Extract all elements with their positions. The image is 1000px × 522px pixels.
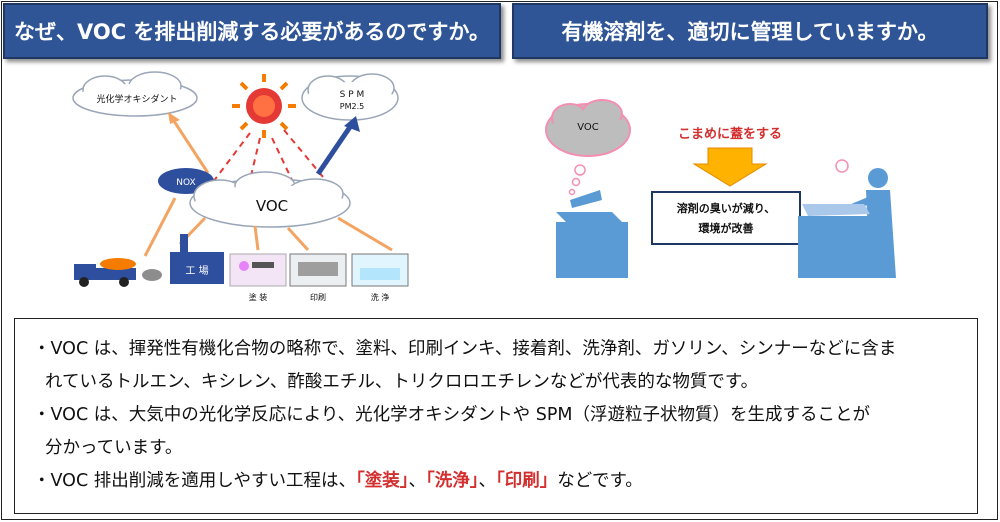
line5-suffix: などです。 (557, 471, 643, 491)
highlight-printing: 「印刷」 (496, 471, 558, 491)
arrow-to-spm (315, 122, 355, 176)
cleaning-label: 洗 浄 (371, 292, 390, 302)
closed-container-icon (798, 204, 870, 278)
voc-formation-diagram: 光化学オキシダント S P M PM2.5 NOX (72, 71, 409, 302)
header-why-reduce-voc: なぜ、VOC を排出削減する必要があるのですか。 (3, 3, 501, 59)
cleaning-photo: 洗 浄 (351, 253, 409, 302)
arrow-to-oxidant (170, 117, 210, 174)
oxidant-cloud: 光化学オキシダント (72, 71, 198, 117)
printing-label: 印刷 (310, 293, 326, 302)
nox-label: NOX (176, 178, 195, 188)
spm-label: S P M (340, 90, 365, 100)
down-arrow-icon (692, 147, 768, 187)
body-line-2: れているトルエン、キシレン、酢酸エチル、トリクロロエチレンなどが代表的な物質です… (45, 372, 759, 392)
factory-icon: 工 場 (170, 234, 224, 284)
open-container-icon (556, 190, 628, 278)
line5-prefix: ・VOC 排出削減を適用しやすい工程は、 (33, 471, 357, 491)
pm25-label: PM2.5 (340, 102, 364, 111)
voc-gray-label: VOC (577, 122, 599, 133)
result-line1: 溶剤の臭いが減り、 (677, 201, 776, 215)
body-line-3: ・VOC は、大気中の光化学反応により、光化学オキシダントや SPM（浮遊粒子状… (33, 405, 870, 425)
oxidant-label: 光化学オキシダント (96, 93, 177, 105)
sun-icon (232, 74, 296, 138)
truck-icon (74, 258, 162, 287)
painting-photo: 塗 装 (229, 253, 287, 302)
solvent-lid-diagram: VOC こまめに蓋をする 溶剤の臭いが減り、 環境が改善 (545, 99, 896, 278)
result-box: 溶剤の臭いが減り、 環境が改善 (651, 191, 801, 245)
body-line-1: ・VOC は、揮発性有機化合物の略称で、塗料、印刷インキ、接着剤、洗浄剤、ガソリ… (33, 339, 897, 359)
header-manage-solvents: 有機溶剤を、適切に管理していますか。 (512, 3, 988, 59)
factory-label: 工 場 (185, 264, 208, 277)
spm-cloud: S P M PM2.5 (301, 73, 399, 121)
body-line-4: 分かっています。 (45, 438, 183, 458)
body-line-5: ・VOC 排出削減を適用しやすい工程は、「塗装」、「洗浄」、「印刷」などです。 (33, 465, 965, 498)
voc-label: VOC (256, 197, 288, 215)
line5-sep1: 、 (408, 471, 427, 491)
explanation-box: ・VOC は、揮発性有機化合物の略称で、塗料、印刷インキ、接着剤、洗浄剤、ガソリ… (14, 318, 978, 514)
line5-sep2: 、 (478, 471, 497, 491)
painting-label: 塗 装 (249, 292, 268, 302)
highlight-painting: 「塗装」 (356, 471, 409, 491)
lid-title: こまめに蓋をする (678, 126, 782, 142)
voc-cloud: VOC (189, 171, 351, 228)
result-line2: 環境が改善 (699, 221, 754, 235)
highlight-cleaning: 「洗浄」 (426, 471, 479, 491)
printing-photo: 印刷 (289, 253, 347, 302)
voc-gray-cloud: VOC (545, 99, 631, 157)
